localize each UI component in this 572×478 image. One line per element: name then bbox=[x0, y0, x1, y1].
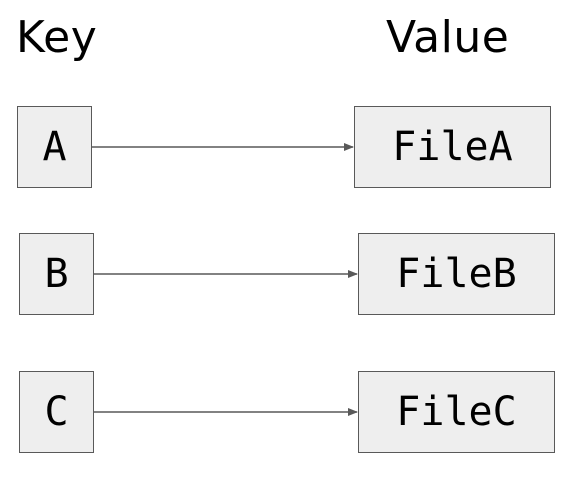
value-box: FileC bbox=[358, 371, 555, 453]
value-box: FileA bbox=[354, 106, 551, 188]
value-column-header: Value bbox=[386, 12, 510, 63]
key-box: C bbox=[19, 371, 94, 453]
key-box: B bbox=[19, 233, 94, 315]
value-box: FileB bbox=[358, 233, 555, 315]
key-column-header: Key bbox=[16, 12, 98, 63]
key-box: A bbox=[17, 106, 92, 188]
